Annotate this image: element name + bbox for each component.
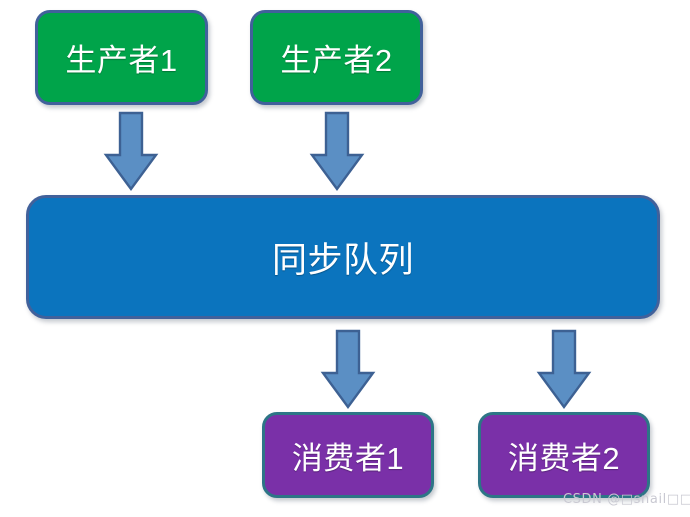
node-sync-queue-label: 同步队列 bbox=[271, 240, 414, 280]
arrow-down-icon-queue-to-consumer1 bbox=[320, 329, 376, 410]
node-consumer-1[interactable]: 消费者1 bbox=[262, 412, 434, 498]
node-consumer-2-label: 消费者2 bbox=[507, 440, 621, 476]
node-consumer-2[interactable]: 消费者2 bbox=[478, 412, 650, 498]
csdn-watermark: CSDN @□snail□□ bbox=[563, 492, 690, 507]
node-consumer-1-label: 消费者1 bbox=[291, 440, 405, 476]
node-producer-2[interactable]: 生产者2 bbox=[250, 10, 423, 105]
node-producer-1[interactable]: 生产者1 bbox=[35, 10, 208, 105]
arrow-down-icon-queue-to-consumer2 bbox=[536, 329, 592, 410]
arrow-down-icon-producer1-to-queue bbox=[103, 111, 159, 192]
node-sync-queue[interactable]: 同步队列 bbox=[26, 195, 660, 319]
node-producer-1-label: 生产者1 bbox=[65, 43, 178, 78]
arrow-down-icon-producer2-to-queue bbox=[309, 111, 365, 192]
node-producer-2-label: 生产者2 bbox=[280, 43, 393, 78]
